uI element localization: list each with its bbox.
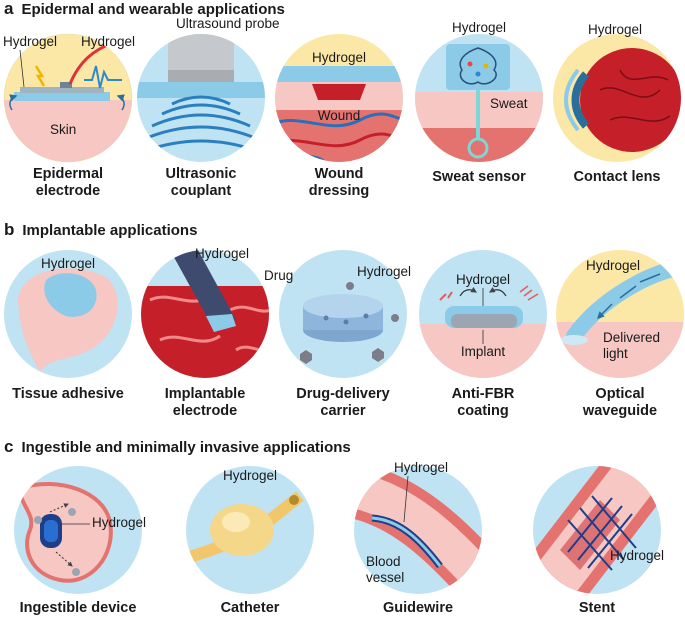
caption-line1: Anti-FBR	[452, 386, 515, 402]
caption-line1: Catheter	[221, 600, 280, 616]
label-hydrogel: Hydrogel	[41, 256, 95, 271]
label-drug: Drug	[264, 268, 293, 283]
panel-tissue-adhesive: Hydrogel Tissue adhesive	[4, 250, 132, 402]
label-hydrogel: Hydrogel	[3, 34, 57, 49]
label-hydrogel: Hydrogel	[588, 22, 642, 37]
label-hydrogel: Hydrogel	[394, 460, 448, 475]
label-blood: Blood	[366, 554, 401, 569]
label-hydrogel: Hydrogel	[312, 50, 366, 65]
label-hydrogel: Hydrogel	[357, 264, 411, 279]
caption-line1: Sweat sensor	[432, 169, 526, 185]
panel-epidermal-electrode: Hydrogel Hydrogel Skin Epidermal electro…	[3, 33, 135, 199]
label-implant: Implant	[461, 344, 506, 359]
panel-guidewire: Hydrogel Blood vessel Guidewire	[354, 460, 482, 616]
label-hydrogel: Hydrogel	[452, 20, 506, 35]
caption-line1: Epidermal	[33, 166, 103, 182]
label-hydrogel: Hydrogel	[586, 258, 640, 273]
panel-anti-fbr-coating: Hydrogel Implant Anti-FBR coating	[419, 250, 547, 419]
panel-sweat-sensor: Hydrogel Sweat Sweat sensor	[415, 20, 543, 185]
caption-line2: electrode	[173, 403, 237, 419]
label-skin: Skin	[50, 122, 76, 137]
caption-line2: electrode	[36, 183, 100, 199]
caption-line1: Stent	[579, 600, 615, 616]
caption-line2: carrier	[320, 403, 366, 419]
caption-line1: Optical	[595, 386, 644, 402]
panel-implantable-electrode: Hydrogel Implantable electrode	[141, 246, 269, 419]
label-sweat: Sweat	[490, 96, 528, 111]
caption-line1: Ultrasonic	[166, 166, 237, 182]
panel-optical-waveguide: Hydrogel Delivered light Optical wavegui…	[556, 250, 684, 419]
panel-ultrasonic-couplant: Ultrasound probe Ultrasonic couplant	[137, 16, 280, 199]
caption-line1: Guidewire	[383, 600, 453, 616]
label-hydrogel: Hydrogel	[456, 272, 510, 287]
panel-wound-dressing: Hydrogel Wound Wound dressing	[275, 34, 403, 199]
caption-line2: waveguide	[582, 403, 657, 419]
label-hydrogel: Hydrogel	[92, 515, 146, 530]
caption-line2: dressing	[309, 183, 369, 199]
label-vessel: vessel	[366, 570, 404, 585]
label-hydrogel: Hydrogel	[81, 34, 135, 49]
panel-catheter: Hydrogel Catheter	[186, 466, 314, 616]
label-wound: Wound	[318, 108, 361, 123]
label-hydrogel: Hydrogel	[610, 548, 664, 563]
label-hydrogel: Hydrogel	[223, 468, 277, 483]
panel-contact-lens: Hydrogel Contact lens	[553, 22, 681, 185]
caption-line1: Implantable	[165, 386, 246, 402]
caption-line2: coating	[457, 403, 509, 419]
caption-line1: Tissue adhesive	[12, 386, 124, 402]
caption-line1: Contact lens	[573, 169, 660, 185]
label-hydrogel: Hydrogel	[195, 246, 249, 261]
label-ultrasound-probe: Ultrasound probe	[176, 16, 280, 31]
caption-line1: Drug-delivery	[296, 386, 389, 402]
label-delivered: Delivered	[603, 330, 660, 345]
panel-ingestible-device: Hydrogel Ingestible device	[14, 466, 146, 616]
panel-stent: Hydrogel Stent	[533, 466, 664, 616]
caption-line2: couplant	[171, 183, 232, 199]
panel-drug-delivery-carrier: Drug Hydrogel Drug-delivery carrier	[264, 250, 411, 419]
label-light: light	[603, 346, 628, 361]
caption-line1: Ingestible device	[20, 600, 137, 616]
caption-line1: Wound	[315, 166, 364, 182]
